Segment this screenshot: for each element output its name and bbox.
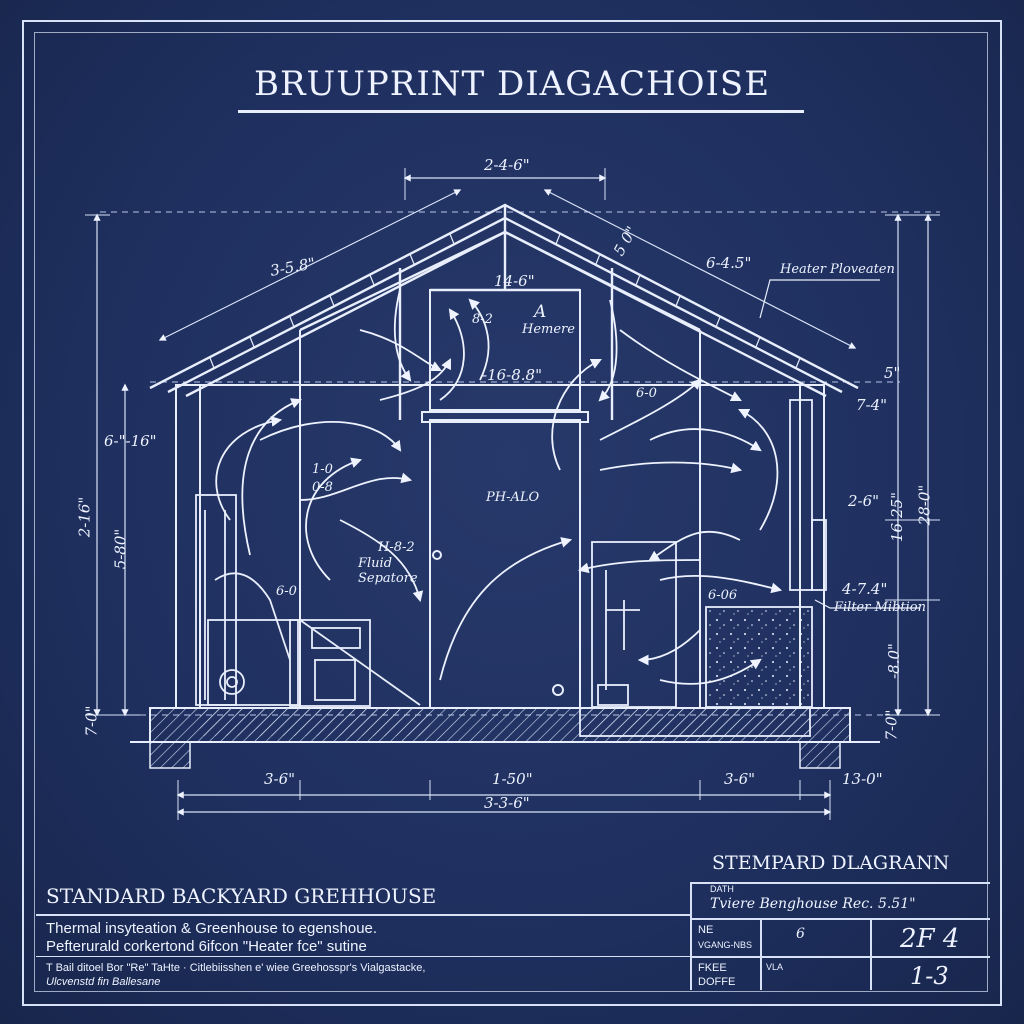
tb-vertical <box>690 882 692 990</box>
sheet-border <box>22 20 1002 1006</box>
tb-ne-value: 6 <box>796 926 805 942</box>
label-left-b: 0-8 <box>312 480 333 495</box>
leader-lines <box>759 279 920 609</box>
dim-bottom-b: 1-50" <box>492 770 533 788</box>
label-right-small-a: 6-0 <box>636 386 657 401</box>
tb-scale-value: 2F 4 <box>900 924 960 954</box>
dim-left-height-a: 2-16" <box>75 496 94 538</box>
right-equipment <box>200 399 827 737</box>
label-fluid-a: H-8-2 <box>378 540 415 555</box>
label-fluid-b: Fluid Sepatore <box>358 556 418 586</box>
label-center-room: PH-ALO <box>486 490 540 505</box>
label-heater-center: Hemere <box>522 322 575 337</box>
dim-right-f: -8.0" <box>884 643 903 679</box>
tb-rule-1 <box>36 914 690 916</box>
tb-date-label: DATH <box>710 884 734 894</box>
dim-right-c: 16-25" <box>888 491 907 543</box>
tb-fkee-label: FKEE <box>698 962 727 974</box>
dimension-lines <box>93 174 932 816</box>
tb-desc-4: Ulcvenstd fin Ballesane <box>46 976 161 988</box>
label-heater-dim: 8-2 <box>472 312 493 327</box>
dim-roof-right: 6-4.5" <box>706 254 752 272</box>
dim-top-width: 2-4-6" <box>484 156 530 174</box>
dim-right-d: 28-0" <box>915 484 934 526</box>
title-underline <box>238 110 804 113</box>
dim-bottom-d: 13-0" <box>842 770 883 788</box>
dim-right-e: 4-7.4" <box>842 580 888 598</box>
dim-right-a: 7-4" <box>856 396 888 414</box>
dim-left-wall: 6-"-16" <box>104 432 157 450</box>
dim-inner-mid: -16-8.8" <box>482 366 542 384</box>
dim-bottom-total: 3-3-6" <box>484 794 530 812</box>
tb-rule-top <box>690 882 990 884</box>
tb-rule-3 <box>690 956 990 958</box>
tb-vertical-2 <box>760 918 762 990</box>
diagram-title: BRUUPRINT DIAGACHOISE <box>253 64 771 104</box>
roof <box>149 203 859 420</box>
tb-desc-3: T Bail ditoel Bor "Re" TaHte · Citlebiis… <box>46 962 426 974</box>
tb-doffe-label: DOFFE <box>698 976 736 988</box>
tb-header: STEMPARD DLAGRANN <box>712 852 950 874</box>
dim-bottom-c: 3-6" <box>724 770 756 788</box>
dim-right-b: 2-6" <box>848 492 880 510</box>
tb-code-label: VLA <box>766 962 784 972</box>
tb-vertical-3 <box>870 918 872 990</box>
tb-desc-2: Pefterurald corkertond 6ifcon "Heater fc… <box>46 938 367 955</box>
tb-ne-label: NE <box>698 924 714 936</box>
tb-sheet-no: 1-3 <box>910 962 949 990</box>
dim-left-base: 7-0" <box>82 705 101 737</box>
dim-left-height-b: 5-80" <box>111 528 130 570</box>
left-equipment <box>195 494 421 707</box>
label-heater-placement: Heater Ploveaten <box>780 262 895 277</box>
tb-rule-4 <box>36 956 690 957</box>
dim-bottom-a: 3-6" <box>264 770 296 788</box>
dim-right-g: 7-0" <box>882 709 901 741</box>
tb-date-value: Tviere Benghouse Rec. 5.51" <box>710 896 916 912</box>
label-heater-letter: A <box>534 302 547 322</box>
tb-desc-1: Thermal insyteation & Greenhouse to egen… <box>46 920 378 937</box>
tb-rule-2 <box>690 918 990 920</box>
label-right-small-b: 6-06 <box>708 588 738 603</box>
sheet-inner-border <box>34 32 988 992</box>
dim-inner-top: 14-6" <box>494 272 535 290</box>
label-filter: Filter Mibtion <box>834 600 926 615</box>
tb-vg-label: VGANG-NBS <box>698 940 753 950</box>
dim-right-eave: 5" <box>884 364 901 382</box>
tb-main-title: STANDARD BACKYARD GREHHOUSE <box>46 884 437 908</box>
label-left-small: 6-0 <box>276 584 297 599</box>
dimension-ticks <box>85 168 940 820</box>
label-left-a: 1-0 <box>312 462 333 477</box>
